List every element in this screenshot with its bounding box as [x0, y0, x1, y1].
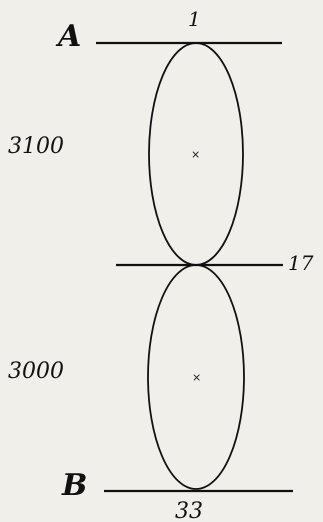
mark-top: 1: [188, 7, 201, 31]
upper-value: 3100: [8, 134, 64, 159]
upper-center-mark: ×: [191, 148, 200, 161]
mark-bottom: 33: [175, 499, 203, 522]
mark-middle: 17: [288, 251, 314, 275]
label-a: A: [55, 19, 81, 54]
lower-center-mark: ×: [192, 371, 201, 384]
label-b: B: [61, 468, 87, 503]
lower-ellipse: [147, 264, 245, 490]
lower-value: 3000: [8, 359, 64, 384]
